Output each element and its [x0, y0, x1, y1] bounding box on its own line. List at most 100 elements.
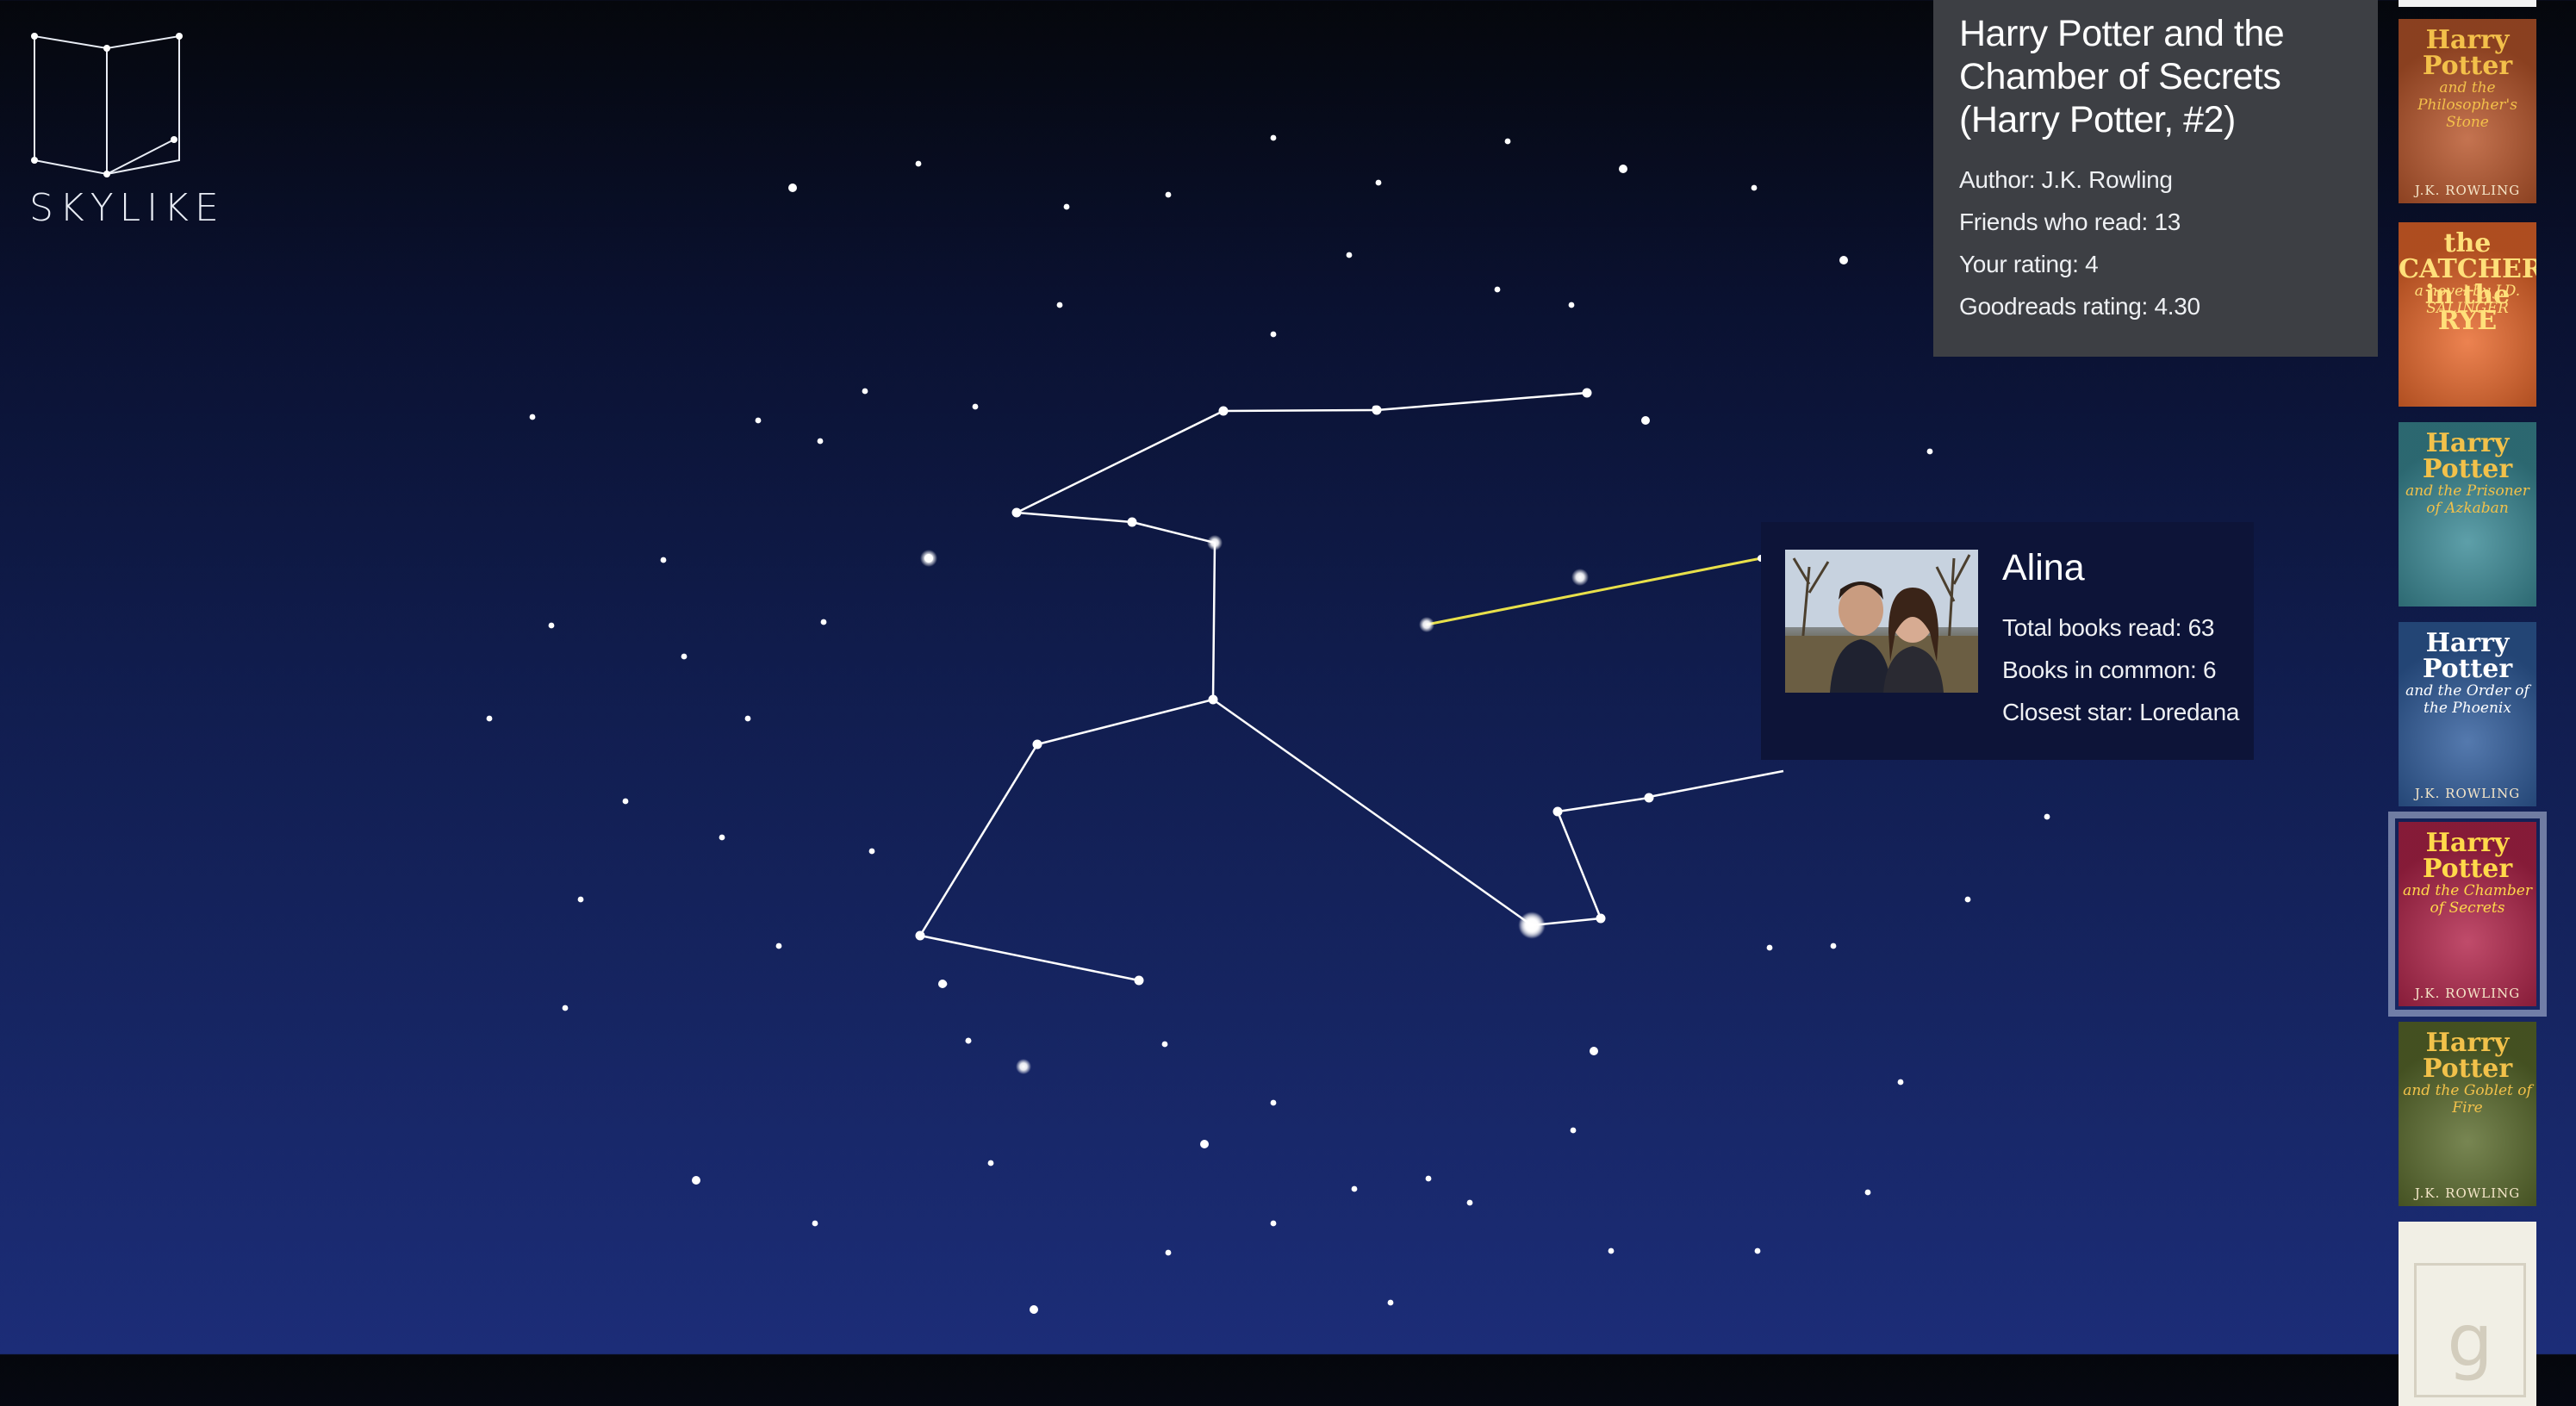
- background-star: [660, 557, 667, 563]
- background-star: [817, 438, 824, 445]
- background-star: [1466, 1199, 1473, 1206]
- cover-author: J.K. ROWLING: [2414, 786, 2521, 801]
- background-star: [1165, 1249, 1172, 1256]
- cover-art: [2399, 19, 2536, 203]
- book-author: Author: J.K. Rowling: [1959, 166, 2173, 193]
- background-star: [1425, 1175, 1432, 1182]
- background-star: [965, 1037, 972, 1044]
- cover-subtitle: and the Goblet of Fire: [2403, 1082, 2532, 1117]
- constellation-star[interactable]: [1582, 388, 1592, 398]
- background-star: [622, 798, 629, 805]
- friends-who-read: Friends who read: 13: [1959, 208, 2181, 235]
- constellation-star[interactable]: [1596, 913, 1606, 924]
- background-star: [1570, 1127, 1577, 1134]
- constellation-star[interactable]: [1644, 793, 1654, 803]
- constellation-lines: [918, 391, 1650, 982]
- cover-art: [2399, 422, 2536, 607]
- background-star: [1590, 1047, 1598, 1055]
- constellation-line: [1223, 408, 1378, 413]
- cover-author: J.K. ROWLING: [2414, 986, 2521, 1001]
- background-star: [1346, 252, 1353, 258]
- background-star: [1270, 1220, 1277, 1227]
- friend-star[interactable]: [1518, 911, 1546, 939]
- constellation-star[interactable]: [1207, 535, 1223, 551]
- background-star: [1270, 1099, 1277, 1106]
- strip-top-edge: [2399, 0, 2536, 7]
- friend-panel-pointer-line: [1648, 769, 1784, 799]
- constellation-star[interactable]: [1134, 975, 1144, 986]
- background-star: [1751, 184, 1758, 191]
- book-constellation-logo-icon: [31, 33, 183, 177]
- cover-title: Harry Potter: [2422, 628, 2513, 684]
- friend-star[interactable]: [920, 550, 937, 567]
- skylike-logo[interactable]: SKYLIKE: [29, 31, 219, 238]
- cover-art: [2399, 1022, 2536, 1206]
- friend-link-line: [1426, 557, 1762, 626]
- friend-star[interactable]: [1016, 1059, 1031, 1074]
- background-star: [529, 414, 536, 420]
- constellation-stars[interactable]: [915, 388, 1765, 1075]
- friend-info-panel: Alina Total books read: 63 Books in comm…: [1761, 522, 2254, 760]
- friend-star[interactable]: [1571, 569, 1589, 586]
- book-cover-7[interactable]: g: [2399, 1222, 2536, 1406]
- background-star: [820, 619, 827, 625]
- constellation-line: [1131, 520, 1216, 544]
- background-star: [941, 980, 948, 987]
- background-star: [1270, 331, 1277, 338]
- background-star: [1161, 1041, 1168, 1048]
- background-star: [1030, 1305, 1038, 1314]
- background-star: [1504, 138, 1511, 145]
- background-star: [868, 848, 875, 855]
- constellation-star[interactable]: [1032, 739, 1042, 750]
- constellation-star[interactable]: [1208, 694, 1218, 705]
- placeholder-letter: g: [2447, 1298, 2493, 1383]
- background-star: [1897, 1079, 1904, 1086]
- constellation-star[interactable]: [1218, 406, 1229, 416]
- background-star: [562, 1005, 569, 1011]
- background-star: [775, 943, 782, 949]
- background-star: [788, 184, 797, 192]
- background-star: [1200, 1140, 1209, 1148]
- cover-subtitle: and the Philosopher's Stone: [2417, 79, 2517, 131]
- constellation-star[interactable]: [1552, 806, 1563, 817]
- constellation-line: [1016, 409, 1224, 514]
- background-star: [1964, 896, 1971, 903]
- background-star: [1351, 1185, 1358, 1192]
- cover-title: the CATCHER in the RYE: [2399, 228, 2536, 336]
- background-star: [1766, 944, 1773, 951]
- background-star: [1864, 1189, 1871, 1196]
- background-star: [972, 403, 979, 410]
- cover-subtitle: and the Order of the Phoenix: [2405, 682, 2529, 717]
- background-star: [2044, 813, 2050, 820]
- cover-author: J.K. ROWLING: [2414, 1185, 2521, 1201]
- cover-subtitle: and the Prisoner of Azkaban: [2405, 482, 2529, 517]
- background-star: [744, 715, 751, 722]
- friend-star[interactable]: [1419, 617, 1434, 632]
- constellation-star[interactable]: [915, 930, 925, 941]
- constellation-line: [1212, 698, 1533, 927]
- background-star: [1387, 1299, 1394, 1306]
- constellation-line: [918, 743, 1039, 936]
- cover-subtitle: a novel by J.D. SALINGER: [2414, 283, 2521, 317]
- cover-art: [2399, 622, 2536, 806]
- background-star: [681, 653, 688, 660]
- constellation-star[interactable]: [1127, 517, 1137, 527]
- closest-star: Closest star: Loredana: [2002, 699, 2240, 725]
- cover-subtitle: and the Chamber of Secrets: [2403, 882, 2532, 917]
- constellation-star[interactable]: [1372, 405, 1382, 415]
- book-info-panel: Harry Potter and the Chamber of Secrets …: [1933, 0, 2378, 357]
- background-star: [862, 388, 868, 395]
- background-star: [486, 715, 493, 722]
- total-books-read: Total books read: 63: [2002, 614, 2215, 641]
- constellation-star[interactable]: [1011, 507, 1022, 518]
- background-star: [987, 1160, 994, 1166]
- background-star: [812, 1220, 818, 1227]
- background-star: [1375, 179, 1382, 186]
